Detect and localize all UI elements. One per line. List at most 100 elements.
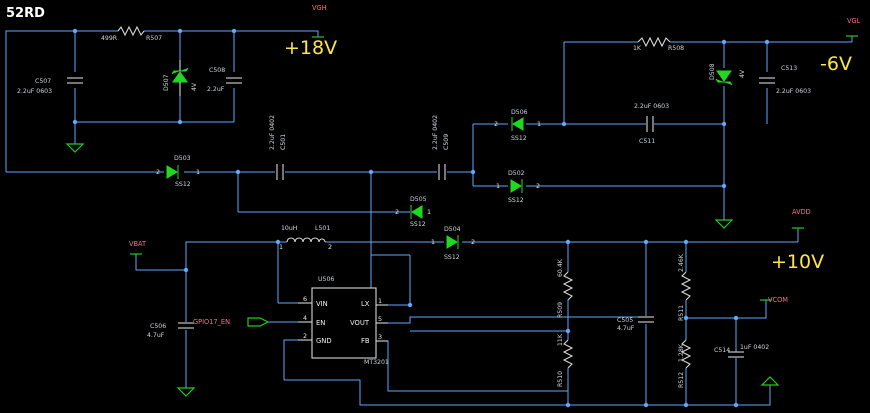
r507-ref: R507	[146, 35, 162, 42]
inductor-l501: 10uH L501 1 2	[279, 225, 332, 251]
d504-pin-2: 2	[471, 238, 475, 246]
d502-part: SS12	[508, 197, 524, 204]
d507-part: 4V	[191, 82, 198, 91]
r510-ref: R510	[557, 371, 564, 387]
d504-part: SS12	[444, 254, 460, 261]
resistor-r510: 11K R510	[557, 333, 574, 387]
diode-d502: D502 SS12 1 2	[496, 170, 540, 204]
resistor-r512: 1.28K R512	[678, 339, 692, 388]
capacitor-c508: C508 2.2uF	[207, 67, 242, 93]
c514-value: 1uF 0402	[740, 344, 769, 351]
l501-pin-1: 1	[279, 243, 283, 251]
d503-pin-1: 1	[196, 168, 200, 176]
ic-pin-1-num: 1	[378, 297, 382, 305]
ic-pin-fb: FB	[361, 337, 370, 345]
ic-pin-vin: VIN	[316, 300, 328, 308]
c508-value: 2.2uF	[207, 86, 225, 93]
r511-ref: R511	[678, 305, 685, 321]
d502-ref: D502	[508, 170, 525, 177]
r510-value: 11K	[557, 333, 564, 346]
ic-u506: U506 MT3201 6 VIN 4 EN 2 GND 1 LX 5 VOUT…	[298, 276, 389, 366]
d503-part: SS12	[175, 181, 191, 188]
r509-ref: R509	[557, 302, 564, 318]
ic-pin-gnd: GND	[316, 337, 332, 345]
ic-pin-en: EN	[316, 319, 325, 327]
resistor-r507: 499R R507	[101, 25, 162, 42]
ic-pin-3-num: 3	[378, 333, 382, 341]
zener-diode-d507: D507 4V	[163, 60, 198, 96]
r511-value: 2.46K	[678, 253, 685, 272]
net-port-vgh: VGH	[312, 4, 327, 38]
d502-pin-1: 1	[496, 182, 500, 190]
net-port-avdd: AVDD	[792, 208, 811, 229]
d504-pin-1: 1	[431, 238, 435, 246]
diode-d505: D505 SS12 2 1	[395, 196, 431, 228]
r507-value: 499R	[101, 35, 118, 42]
net-port-vgl: VGL	[846, 17, 861, 37]
ic-pin-vout: VOUT	[350, 319, 370, 327]
r512-value: 1.28K	[678, 343, 685, 362]
c507-value: 2.2uF 0603	[17, 88, 52, 95]
ic-ref: U506	[318, 276, 334, 283]
c501-ref: C501	[280, 134, 287, 150]
ground-symbol	[65, 143, 85, 153]
net-label-avdd: AVDD	[792, 208, 811, 216]
rail-label-neg6v: -6V	[820, 53, 852, 75]
junctions	[72, 28, 770, 408]
c501-value: 2.2uF 0402	[269, 115, 276, 150]
net-label-vcom: VCOM	[768, 296, 788, 304]
r508-ref: R508	[668, 45, 684, 52]
rail-label-18v: +18V	[284, 37, 337, 59]
net-label-gpio17-en: GPIO17_EN	[193, 318, 230, 326]
r509-value: 60.4K	[557, 258, 564, 277]
ground-symbol	[714, 219, 734, 229]
ic-pin-2-num: 2	[303, 332, 307, 340]
ic-pin-4-num: 4	[303, 314, 307, 322]
resistor-r509: 60.4K R509	[557, 258, 574, 318]
resistor-r508: 1K R508	[633, 36, 684, 52]
capacitor-c513: C513 2.2uF 0603	[759, 65, 811, 95]
wires	[5, 30, 853, 406]
d505-ref: D505	[410, 196, 427, 203]
ic-pin-6-num: 6	[303, 295, 307, 303]
schematic-title: 52RD	[6, 6, 45, 21]
d506-ref: D506	[511, 109, 528, 116]
c507-ref: C507	[35, 78, 51, 85]
c505-ref: C505	[617, 317, 633, 324]
l501-pin-2: 2	[328, 243, 332, 251]
c505-value: 4.7uF	[617, 325, 635, 332]
r512-ref: R512	[678, 372, 685, 388]
ic-pin-lx: LX	[361, 300, 370, 308]
d505-pin-1: 1	[427, 208, 431, 216]
d506-pin-2: 2	[494, 120, 498, 128]
capacitor-c514: C514 1uF 0402	[714, 344, 769, 358]
diode-d503: D503 SS12 2 1	[156, 155, 200, 188]
d504-ref: D504	[444, 226, 461, 233]
d508-part: 4V	[739, 69, 746, 78]
c513-value: 2.2uF 0603	[776, 88, 811, 95]
zener-diode-d508: D508 4V	[709, 63, 746, 86]
d508-ref: D508	[709, 63, 716, 80]
d502-pin-2: 2	[536, 182, 540, 190]
net-label-vgl: VGL	[847, 17, 861, 25]
c511-value: 2.2uF 0603	[634, 103, 669, 110]
resistor-r511: 2.46K R511	[678, 253, 692, 321]
ic-body	[311, 287, 377, 359]
c511-ref: C511	[639, 138, 655, 145]
capacitor-c501: 2.2uF 0402 C501	[269, 115, 287, 180]
capacitor-c506: C506 4.7uF	[147, 322, 194, 339]
ground-symbol	[176, 387, 196, 397]
d503-pin-2: 2	[156, 168, 160, 176]
l501-value: 10uH	[281, 225, 298, 232]
d505-part: SS12	[410, 221, 426, 228]
net-label-vgh: VGH	[312, 4, 327, 12]
ground-symbol	[760, 376, 780, 386]
d506-pin-1: 1	[537, 120, 541, 128]
d506-part: SS12	[511, 135, 527, 142]
d503-ref: D503	[174, 155, 191, 162]
c506-ref: C506	[150, 323, 166, 330]
capacitor-c507: C507 2.2uF 0603	[17, 72, 83, 95]
l501-ref: L501	[315, 225, 330, 232]
ic-pin-5-num: 5	[378, 315, 382, 323]
